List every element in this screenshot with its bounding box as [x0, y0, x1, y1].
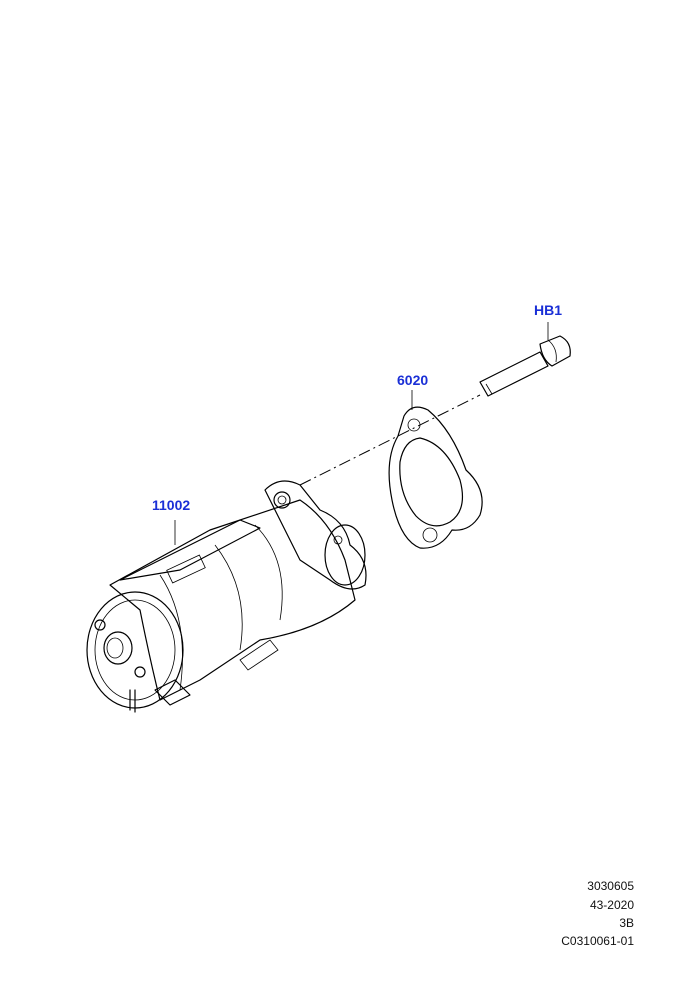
callout-label-gasket: 6020: [397, 372, 429, 388]
starter-motor-part: [86, 480, 367, 713]
gasket-part: [388, 390, 483, 549]
callout-label-bolt: HB1: [534, 302, 563, 318]
reference-code-1: 3030605: [587, 879, 634, 893]
assembly-centerline: [299, 394, 481, 486]
reference-code-3: 3B: [619, 916, 634, 930]
callout-label-starter: 11002: [152, 497, 191, 513]
reference-code-2: 43-2020: [589, 898, 634, 912]
bolt-part: [479, 322, 571, 397]
reference-code-4: C0310061-01: [561, 934, 634, 948]
